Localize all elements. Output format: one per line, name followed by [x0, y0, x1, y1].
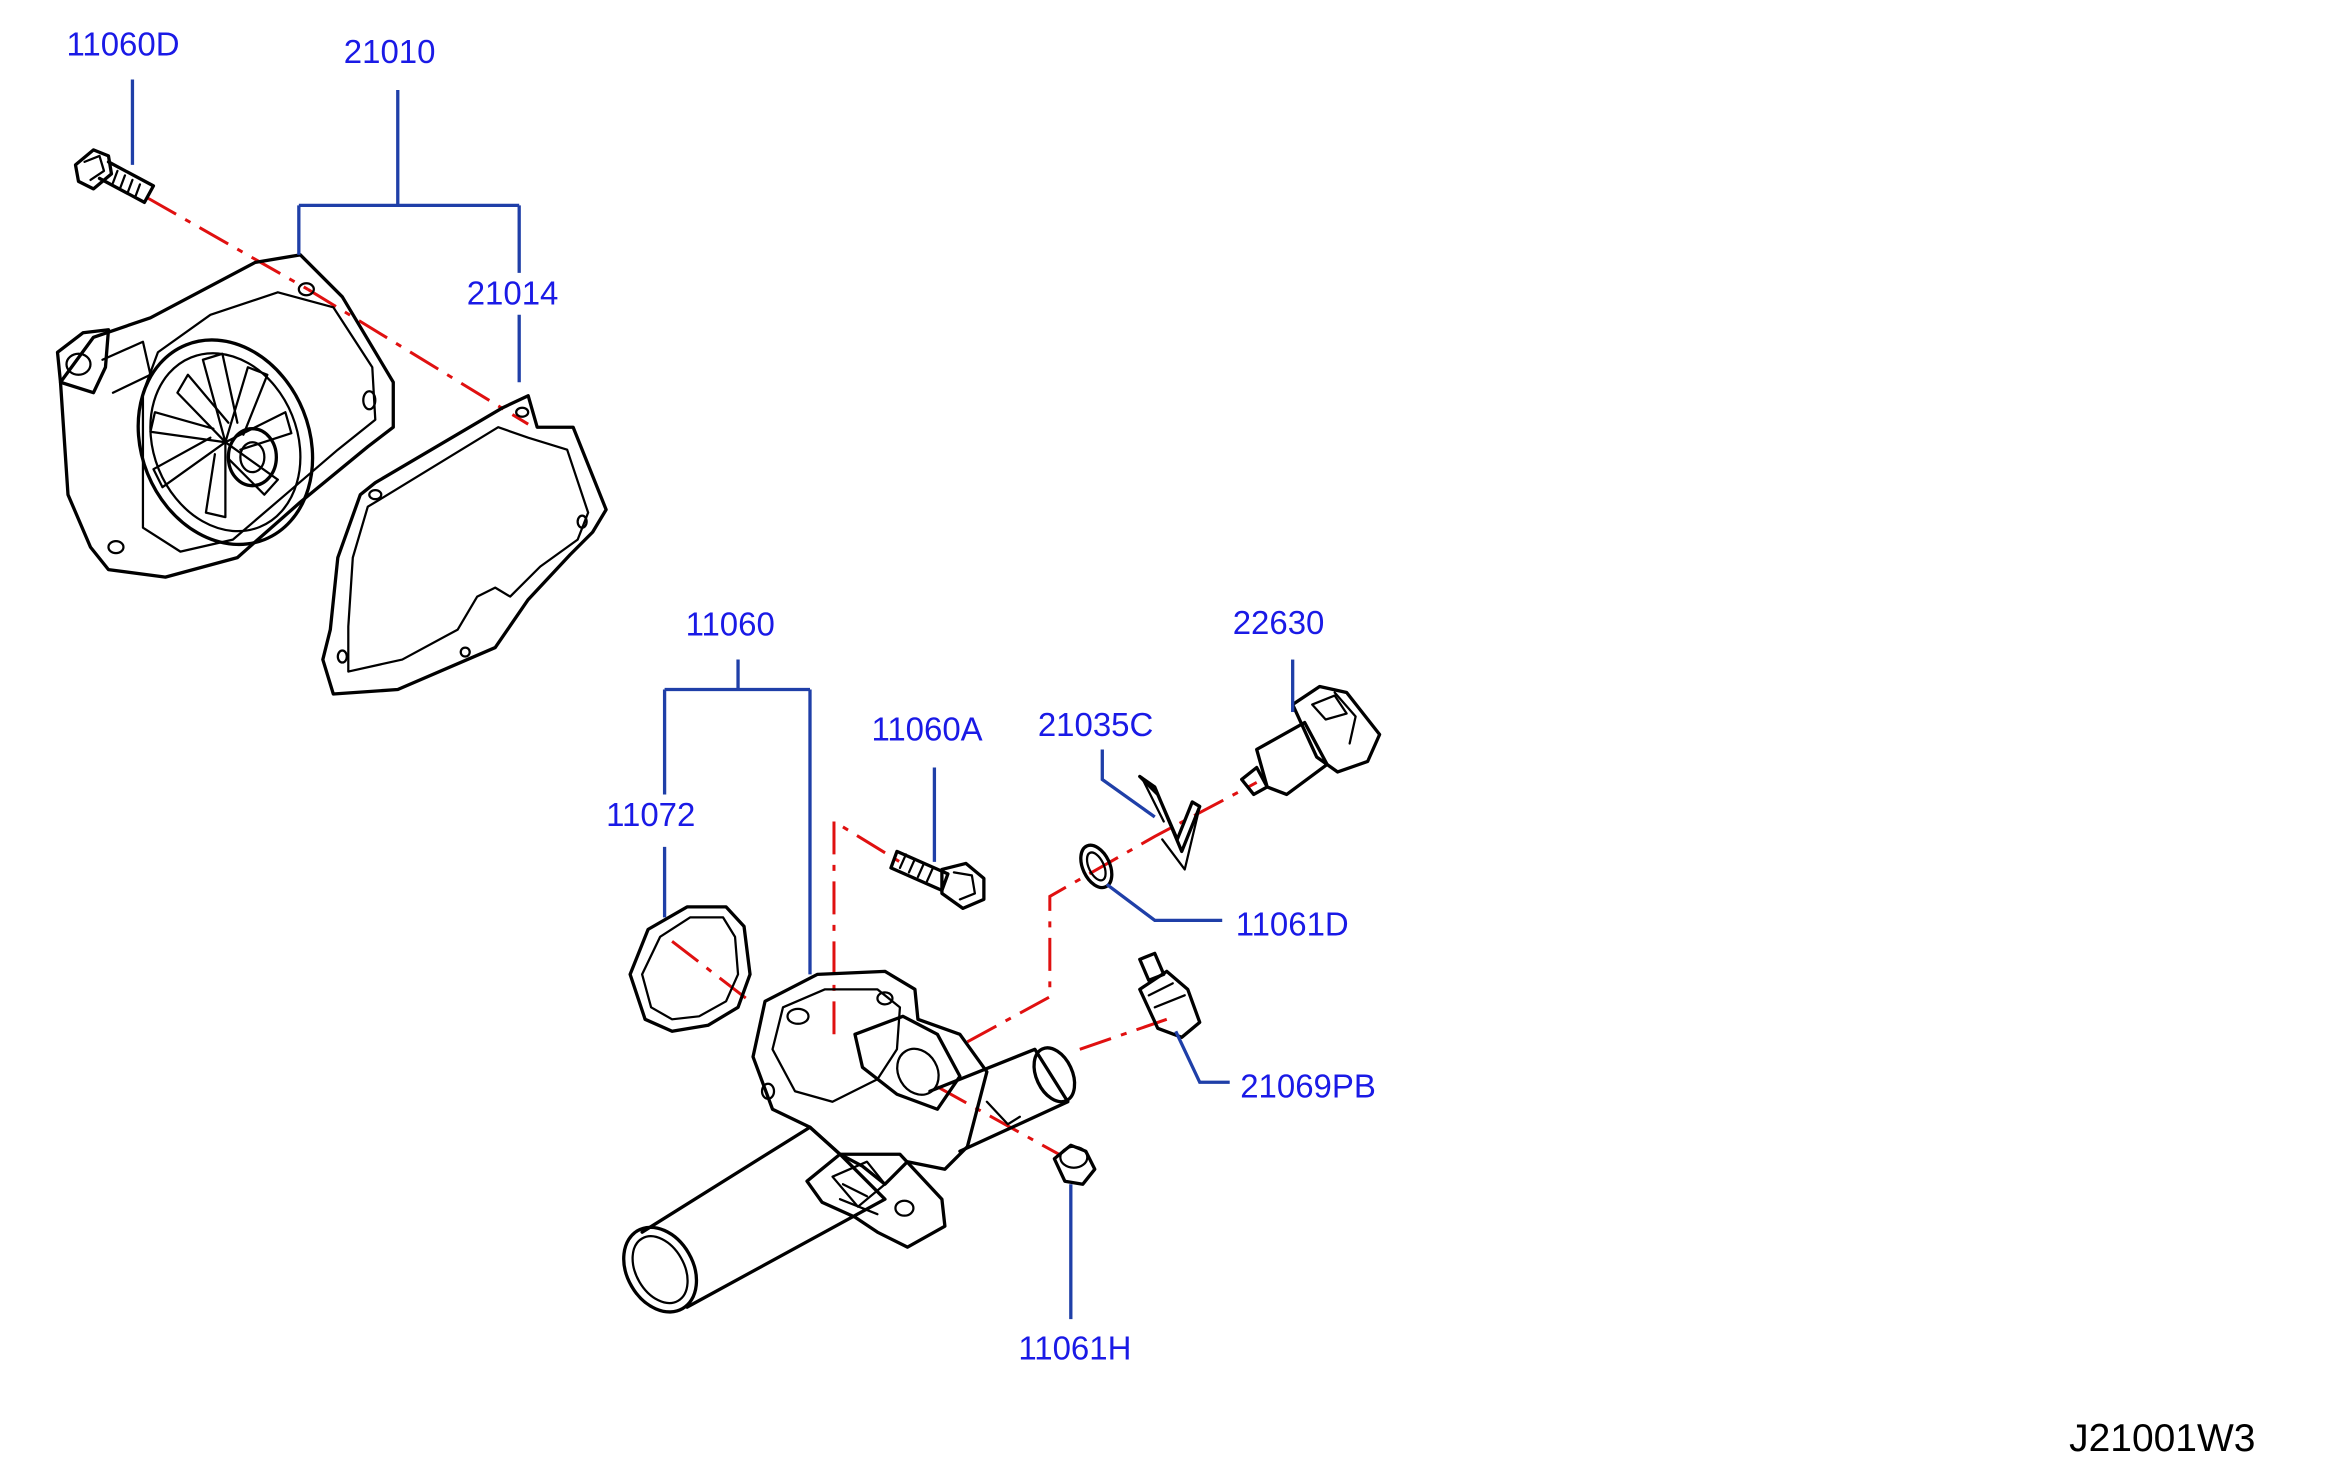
temperature-sensor-22630[interactable] [1240, 684, 1382, 797]
callout-22630[interactable]: 22630 [1233, 604, 1325, 641]
callout-11061H[interactable]: 11061H [1018, 1330, 1131, 1367]
leader-21010-bracket [297, 89, 521, 273]
callout-11060A[interactable]: 11060A [871, 711, 982, 748]
plug-11061H[interactable] [1052, 1143, 1097, 1186]
centerline-11072 [671, 940, 751, 1003]
drain-plug-21069PB[interactable] [1138, 951, 1202, 1039]
callout-11061D[interactable]: 11061D [1236, 905, 1349, 942]
callout-11060D[interactable]: 11060D [66, 25, 179, 62]
leader-11061D [1105, 883, 1223, 923]
centerline-bolt-11060D [146, 196, 309, 291]
centerline-sensor-22630 [966, 781, 1258, 1044]
seal-ring-11072[interactable] [628, 905, 752, 1033]
leader-11060-bracket [662, 659, 812, 975]
centerline-bolt-11060A [832, 818, 901, 1035]
leader-21069PB [1174, 1030, 1230, 1084]
bolt-11060A[interactable] [889, 849, 986, 911]
callout-labels: 11060D 21010 21014 11060 11072 11060A 21… [66, 25, 1375, 1366]
leader-lines [130, 79, 1295, 1320]
callout-21010[interactable]: 21010 [344, 33, 436, 70]
clip-21035C[interactable] [1138, 774, 1202, 871]
centerline-plug-11061H [936, 1085, 1060, 1156]
diagram-id: J21001W3 [2069, 1417, 2255, 1460]
callout-21069PB[interactable]: 21069PB [1240, 1067, 1376, 1104]
centerline-plug-21069PB [1079, 1017, 1168, 1051]
callout-21014[interactable]: 21014 [467, 274, 559, 311]
callout-21035C[interactable]: 21035C [1038, 706, 1154, 743]
water-pump-21010[interactable] [55, 253, 395, 579]
washer-11061D[interactable] [1075, 840, 1118, 892]
water-outlet-housing-11060[interactable] [609, 969, 1083, 1325]
gasket-21014[interactable] [321, 394, 608, 696]
callout-11060[interactable]: 11060 [686, 606, 775, 643]
assembly-centerlines [146, 196, 1258, 1156]
centerline-pump-to-gasket [307, 288, 529, 426]
leader-21035C [1100, 749, 1156, 819]
callout-11072[interactable]: 11072 [606, 796, 695, 833]
bolt-11060D[interactable] [73, 148, 156, 205]
